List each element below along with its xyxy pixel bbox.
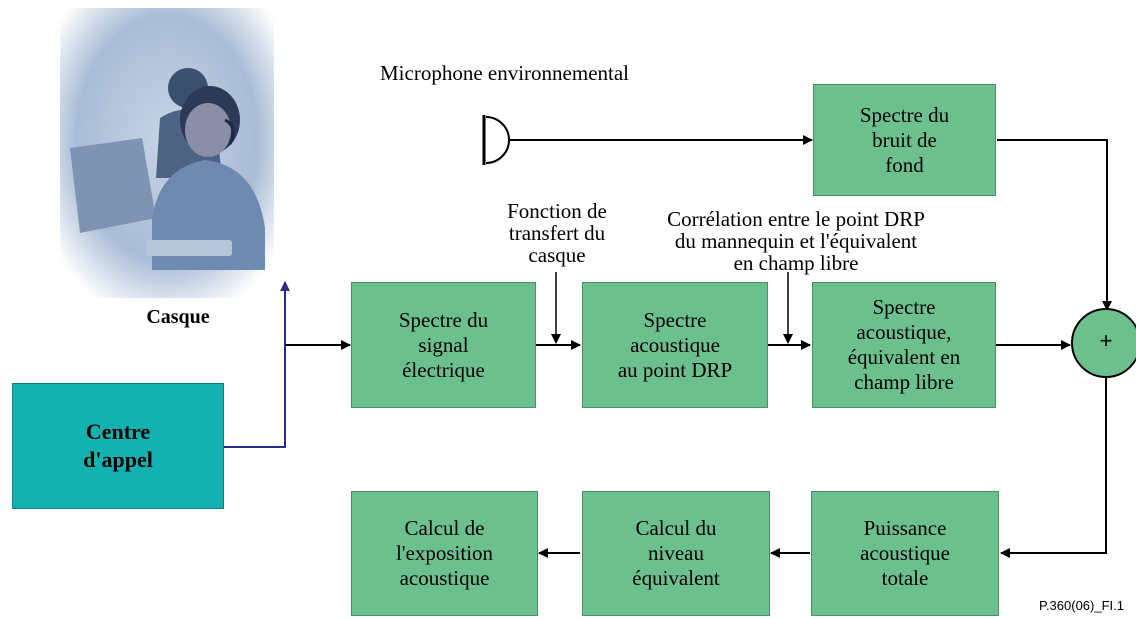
sum-to-power-arrow: [1000, 377, 1107, 558]
electric-spectrum-box: Spectre du signal électrique: [351, 282, 536, 408]
correlation-label: Corrélation entre le point DRP du manneq…: [667, 207, 925, 275]
photo-caption: Casque: [146, 306, 210, 328]
microphone-label: Microphone environnemental: [380, 61, 630, 85]
drp-spectrum-box: Spectre acoustique au point DRP: [582, 282, 768, 408]
acoustic-exposure-box: Calcul de l'exposition acoustique: [351, 491, 538, 616]
noise-to-sum-arrow: [997, 139, 1112, 311]
headset-operator-photo: [60, 8, 274, 298]
noise-spectrum-box: Spectre du bruit de fond: [813, 84, 996, 196]
call-center-box: Centre d'appel: [12, 383, 224, 509]
callcenter-to-headset-line: [224, 281, 290, 448]
figure-reference: P.360(06)_FI.1: [1038, 598, 1124, 613]
total-power-box: Puissance acoustique totale: [811, 491, 999, 616]
equivalent-level-box: Calcul du niveau équivalent: [582, 491, 770, 616]
sum-symbol: +: [1099, 328, 1113, 353]
microphone-icon: [482, 115, 510, 165]
freefield-spectrum-box: Spectre acoustique, équivalent en champ …: [812, 282, 996, 408]
transfer-function-label: Fonction de transfert du casque: [507, 199, 607, 267]
